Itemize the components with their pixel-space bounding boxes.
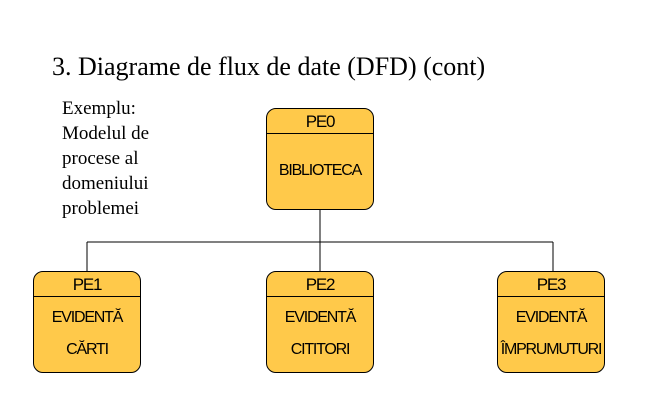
process-name-line: CĂRTI (66, 341, 109, 358)
intro-line: procese al (62, 148, 139, 169)
process-id: PE3 (498, 272, 604, 297)
process-name-line: EVIDENTĂ (284, 309, 357, 326)
process-pe1: PE1 EVIDENTĂ CĂRTI (33, 271, 141, 373)
intro-line: domeniului (62, 173, 149, 194)
process-pe0: PE0 BIBLIOTECA (266, 108, 374, 210)
process-id: PE1 (34, 272, 140, 297)
process-name: BIBLIOTECA (267, 133, 373, 209)
process-name: EVIDENTĂ CITITORI (267, 296, 373, 372)
process-pe3: PE3 EVIDENTĂ ÎMPRUMUTURI (497, 271, 605, 373)
process-name-line: EVIDENTĂ (51, 309, 124, 326)
process-name: EVIDENTĂ ÎMPRUMUTURI (498, 296, 604, 372)
process-name: EVIDENTĂ CĂRTI (34, 296, 140, 372)
intro-line: Modelul de (62, 123, 150, 144)
intro-line: Exemplu: (62, 98, 136, 119)
intro-text: Exemplu: Modelul de procese al domeniulu… (62, 96, 149, 221)
process-name-line: EVIDENTĂ (515, 309, 588, 326)
process-name-line: CITITORI (290, 341, 351, 358)
intro-line: problemei (62, 198, 140, 219)
process-id: PE2 (267, 272, 373, 297)
slide-title: 3. Diagrame de flux de date (DFD) (cont) (52, 52, 486, 81)
process-name-line: BIBLIOTECA (278, 162, 362, 179)
process-pe2: PE2 EVIDENTĂ CITITORI (266, 271, 374, 373)
process-id: PE0 (267, 109, 373, 134)
process-name-line: ÎMPRUMUTURI (500, 341, 603, 358)
